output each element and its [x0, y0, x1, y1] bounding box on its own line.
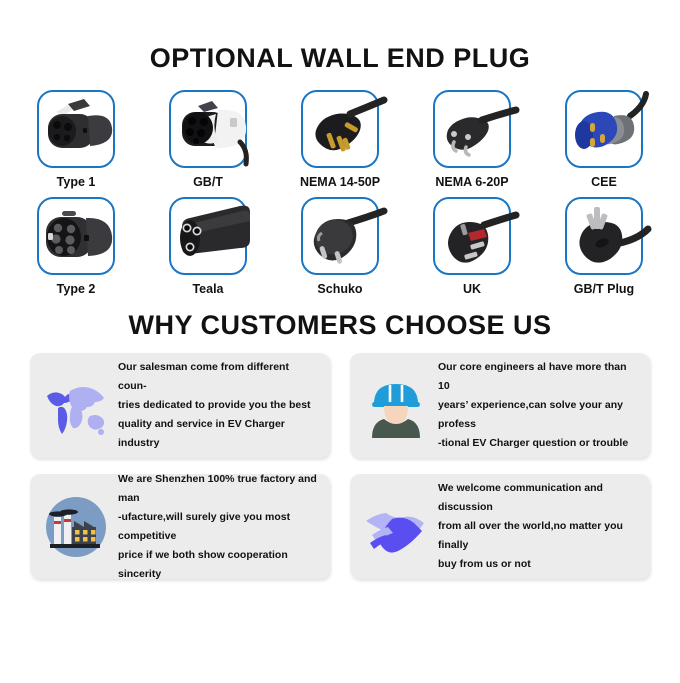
plug-card-schuko-plug[interactable]	[301, 197, 388, 275]
plug-cell: Teala	[142, 197, 274, 296]
feature-text: We welcome communication and discussion f…	[438, 479, 640, 574]
plug-grid: Type 1 GB/T NEMA 14-50P NEMA 6-20P CEE Type 2…	[10, 72, 670, 296]
handshake-icon	[364, 495, 428, 559]
plug-label: NEMA 6-20P	[435, 175, 509, 189]
feature-text-line: tries dedicated to provide you the best	[118, 399, 311, 411]
feature-text-line: price if we both show cooperation sincer…	[118, 548, 288, 580]
plug-label: NEMA 14-50P	[299, 175, 381, 189]
page-title-optional-wall-end-plug: OPTIONAL WALL END PLUG	[149, 43, 531, 73]
feature-box: Our core engineers al have more than 10 y…	[350, 353, 650, 458]
feature-text-line: -tional EV Charger question or trouble	[438, 437, 629, 449]
plug-card-nema-6-20p-plug[interactable]	[433, 90, 520, 168]
plug-cell: NEMA 14-50P	[274, 90, 406, 189]
plug-card-tesla-plug[interactable]	[169, 197, 250, 275]
nema-6-20p-plug-icon	[424, 90, 520, 168]
uk-plug-icon	[424, 197, 520, 275]
feature-text-line: We are Shenzhen 100% true factory and ma…	[118, 472, 317, 504]
gbt-plug-icon	[160, 90, 256, 168]
feature-text: Our core engineers al have more than 10 y…	[438, 358, 640, 453]
feature-text: We are Shenzhen 100% true factory and ma…	[118, 470, 320, 584]
plug-label: GB/T Plug	[573, 282, 635, 296]
type2-plug-icon	[28, 197, 124, 275]
plug-cell: CEE	[538, 90, 670, 189]
factory-icon	[44, 495, 108, 559]
feature-grid: Our salesman come from different coun-tr…	[30, 339, 650, 580]
engineer-icon	[364, 374, 428, 438]
plug-label: Schuko	[317, 282, 363, 296]
plug-label: CEE	[591, 175, 617, 189]
plug-cell: GB/T Plug	[538, 197, 670, 296]
plug-cell: UK	[406, 197, 538, 296]
plug-cell: Schuko	[274, 197, 406, 296]
plug-card-uk-plug[interactable]	[433, 197, 520, 275]
type1-plug-icon	[28, 90, 124, 168]
cee-plug-icon	[556, 90, 652, 168]
plug-label: UK	[462, 282, 482, 296]
feature-text-line: from all over the world,no matter you fi…	[438, 520, 623, 551]
plug-label: Type 2	[56, 282, 96, 296]
world-map-icon	[44, 374, 108, 438]
feature-text-line: Our core engineers al have more than 10	[438, 361, 627, 392]
gbt-wall-plug-icon	[556, 197, 652, 275]
plug-card-gbt-wall-plug[interactable]	[565, 197, 652, 275]
plug-label: Teala	[192, 282, 224, 296]
feature-text-line: buy from us or not	[438, 558, 531, 570]
plug-card-type1-plug[interactable]	[37, 90, 115, 168]
feature-text-line: years’ experience,can solve your any pro…	[438, 399, 624, 430]
feature-box: Our salesman come from different coun-tr…	[30, 353, 330, 458]
plug-label: GB/T	[193, 175, 223, 189]
feature-text-line: Our salesman come from different coun-	[118, 361, 289, 392]
feature-box: We are Shenzhen 100% true factory and ma…	[30, 473, 330, 580]
plug-cell: GB/T	[142, 90, 274, 189]
plug-card-nema-14-50p-plug[interactable]	[301, 90, 388, 168]
plug-cell: Type 2	[10, 197, 142, 296]
plug-card-gbt-plug[interactable]	[169, 90, 249, 168]
plug-card-type2-plug[interactable]	[37, 197, 115, 275]
feature-box: We welcome communication and discussion f…	[350, 474, 650, 579]
feature-text-line: We welcome communication and discussion	[438, 482, 603, 513]
plug-label: Type 1	[56, 175, 96, 189]
feature-text: Our salesman come from different coun-tr…	[118, 358, 320, 453]
plug-cell: Type 1	[10, 90, 142, 189]
plug-cell: NEMA 6-20P	[406, 90, 538, 189]
nema-14-50p-plug-icon	[292, 90, 388, 168]
tesla-plug-icon	[160, 197, 256, 275]
page-title-why-customers-choose-us: WHY CUSTOMERS CHOOSE US	[128, 310, 552, 340]
feature-text-line: -ufacture,will surely give you most comp…	[118, 510, 291, 542]
plug-card-cee-plug[interactable]	[565, 90, 649, 168]
schuko-plug-icon	[292, 197, 388, 275]
feature-text-line: quality and service in EV Charger indust…	[118, 418, 285, 449]
